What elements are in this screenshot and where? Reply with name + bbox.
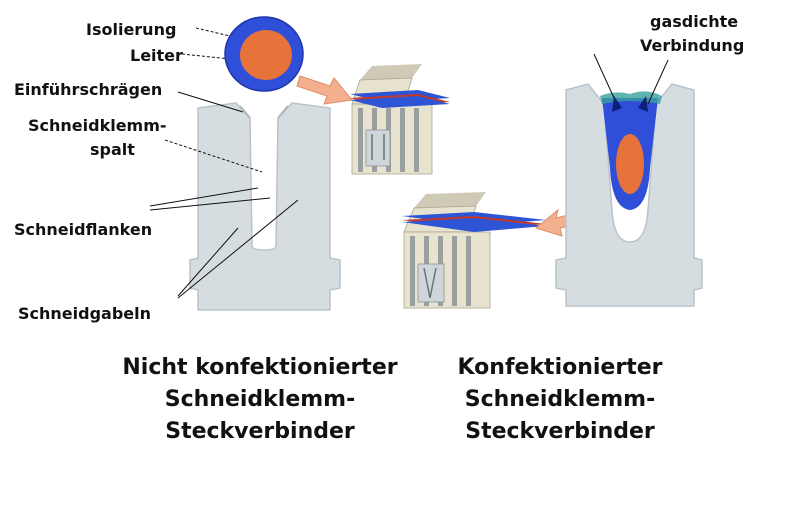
label-schneidklemmspalt-1: Schneidklemm-: [28, 116, 167, 135]
connector-top: [350, 64, 450, 175]
label-einfuehrschraegen: Einführschrägen: [14, 80, 163, 99]
label-isolierung: Isolierung: [86, 20, 177, 39]
right-fork-body: [555, 83, 703, 307]
caption-left: Nicht konfektionierter Schneidklemm- Ste…: [100, 352, 420, 448]
arrow-right-icon: [296, 75, 353, 105]
left-fork: [189, 102, 341, 311]
caption-right-line-3: Steckverbinder: [465, 419, 655, 444]
label-verbindung: Verbindung: [640, 36, 745, 55]
caption-right-line-1: Konfektionierter: [457, 355, 663, 380]
right-leader-lines: [593, 53, 669, 105]
label-schneidklemmspalt-2: spalt: [90, 140, 135, 159]
caption-left-line-3: Steckverbinder: [165, 419, 355, 444]
caption-left-line-2: Schneidklemm-: [164, 387, 356, 412]
label-schneidflanken: Schneidflanken: [14, 220, 153, 239]
caption-right-line-2: Schneidklemm-: [464, 387, 656, 412]
label-leiter: Leiter: [130, 46, 183, 65]
left-fork-body: [189, 102, 341, 311]
left-leader-lines: [149, 27, 299, 299]
connector-bottom: [402, 192, 546, 309]
caption-left-line-1: Nicht konfektionierter: [122, 355, 398, 380]
label-schneidgabeln: Schneidgabeln: [18, 304, 152, 323]
label-gasdichte: gasdichte: [650, 12, 739, 31]
right-fork: [555, 83, 703, 307]
cable-cross-section-icon: [224, 16, 304, 92]
caption-right: Konfektionierter Schneidklemm- Steckverb…: [420, 352, 700, 448]
compressed-conductor: [616, 134, 644, 194]
